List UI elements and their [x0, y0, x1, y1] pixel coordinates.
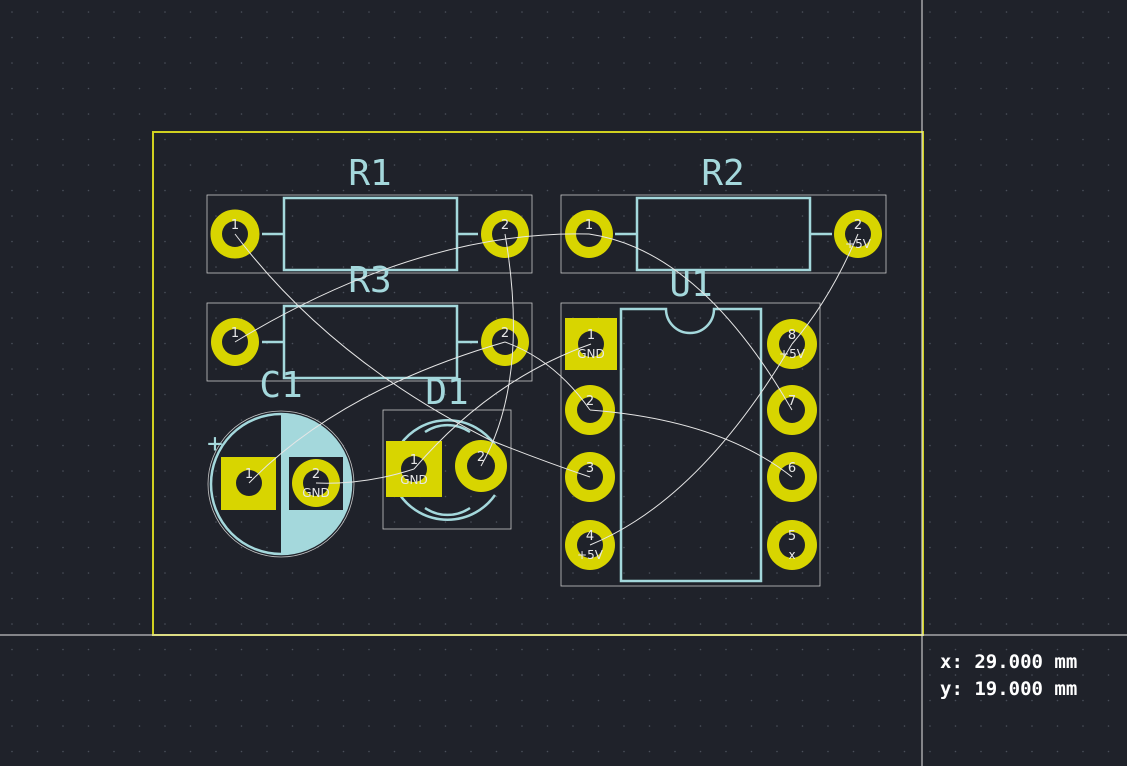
svg-text:8: 8 [788, 328, 796, 343]
r1-courtyard [206, 194, 533, 274]
cursor-y-readout: y: 19.000 mm [940, 678, 1078, 700]
ratsnest-line [234, 233, 591, 478]
svg-text:2: 2 [501, 326, 509, 341]
ratsnest [234, 233, 859, 546]
svg-text:2: 2 [312, 467, 320, 482]
svg-text:2: 2 [586, 394, 594, 409]
r2-pad-2-net: +5V [845, 237, 872, 251]
r2-reference: R2 [701, 153, 744, 194]
d1-pad-1[interactable]: 1 GND [386, 441, 442, 497]
ratsnest-line [588, 233, 793, 411]
footprint-u1[interactable]: U1 1 GND 2 3 4 +5V 5 x [560, 264, 821, 587]
ratsnest-line [248, 341, 506, 484]
svg-text:4: 4 [586, 529, 594, 544]
svg-text:1: 1 [231, 326, 239, 341]
svg-text:1: 1 [585, 218, 593, 233]
c1-courtyard [207, 410, 355, 558]
svg-text:+5V: +5V [577, 548, 604, 562]
c1-body [209, 412, 353, 556]
c1-polarity-mark: + [207, 429, 223, 459]
r3-courtyard [206, 302, 533, 382]
c1-reference: C1 [259, 365, 302, 406]
u1-body [619, 307, 763, 583]
svg-text:1: 1 [410, 453, 418, 468]
ratsnest-line [504, 341, 591, 411]
ratsnest-line [589, 409, 793, 478]
u1-courtyard [560, 302, 821, 587]
ratsnest-line [480, 233, 514, 467]
svg-text:1: 1 [587, 328, 595, 343]
ratsnest-line [791, 233, 859, 345]
u1-pin-5[interactable]: 5 x [767, 520, 817, 570]
svg-text:2: 2 [477, 450, 485, 465]
ratsnest-line [315, 468, 415, 484]
svg-text:2: 2 [854, 218, 862, 233]
svg-text:1: 1 [231, 218, 239, 233]
svg-text:7: 7 [788, 394, 796, 409]
footprint-r1[interactable]: R1 1 2 [206, 153, 533, 274]
svg-text:1: 1 [245, 467, 253, 482]
svg-text:2: 2 [501, 218, 509, 233]
svg-text:x: x [788, 548, 795, 562]
d1-courtyard [382, 409, 512, 530]
d1-pad-1-net: GND [400, 473, 428, 487]
ratsnest-line [413, 343, 592, 470]
svg-text:5: 5 [788, 529, 796, 544]
svg-text:3: 3 [586, 461, 594, 476]
svg-text:GND: GND [577, 347, 605, 361]
footprint-c1[interactable]: C1 + 1 2 GND [207, 365, 355, 558]
d1-reference: D1 [425, 372, 468, 413]
c1-pad-2-net: GND [302, 486, 330, 500]
ratsnest-line [589, 343, 793, 546]
r1-reference: R1 [348, 153, 391, 194]
svg-text:+5V: +5V [779, 347, 806, 361]
ratsnest-line [234, 233, 590, 343]
cursor-x-readout: x: 29.000 mm [940, 651, 1078, 673]
svg-text:6: 6 [788, 461, 796, 476]
